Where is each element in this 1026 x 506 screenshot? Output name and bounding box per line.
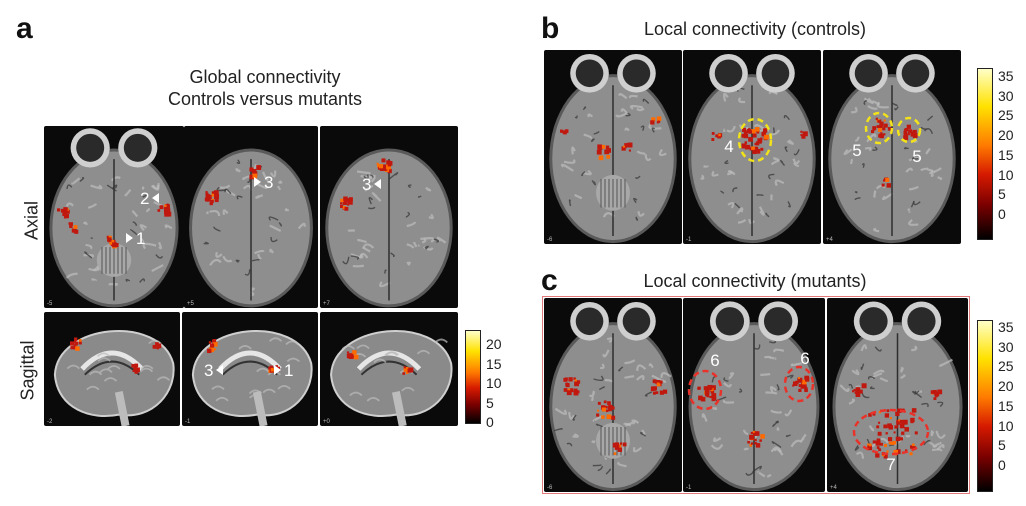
sagittal-slice-2: -1 3 1 xyxy=(182,312,318,426)
panel-label-c: c xyxy=(541,264,558,297)
colorbar-b-tick-30: 30 xyxy=(998,87,1014,104)
colorbar-a xyxy=(465,330,481,424)
panel-b-title: Local connectivity (controls) xyxy=(643,19,867,39)
row-label-axial: Axial xyxy=(21,201,42,241)
controls-slice-2: -1 4 xyxy=(683,50,821,244)
colorbar-a-tick-10: 10 xyxy=(486,375,502,391)
panel-c-title: Local connectivity (mutants) xyxy=(643,271,867,291)
svg-text:3: 3 xyxy=(204,361,213,380)
svg-text:+4: +4 xyxy=(826,237,834,243)
mutants-slice-1: -6 xyxy=(544,298,682,492)
svg-text:4: 4 xyxy=(724,137,733,156)
svg-text:5: 5 xyxy=(852,141,861,160)
colorbar-c xyxy=(977,320,993,492)
colorbar-c-tick-5: 5 xyxy=(998,437,1006,454)
colorbar-a-tick-0: 0 xyxy=(486,414,494,430)
colorbar-a-tick-15: 15 xyxy=(486,355,502,372)
svg-text:-6: -6 xyxy=(547,485,553,491)
colorbar-b-tick-10: 10 xyxy=(998,166,1014,183)
mutants-slice-3: +4 7 xyxy=(827,298,968,492)
colorbar-b-tick-15: 15 xyxy=(998,146,1014,163)
sagittal-slice-3: +0 xyxy=(320,312,458,426)
svg-text:1: 1 xyxy=(136,229,145,248)
svg-text:2: 2 xyxy=(140,189,149,208)
colorbar-b xyxy=(977,68,993,240)
svg-text:6: 6 xyxy=(710,351,719,370)
sagittal-slice-1: -2 xyxy=(44,312,180,426)
panel-a-title-line2: Controls versus mutants xyxy=(167,89,363,109)
svg-text:3: 3 xyxy=(362,175,371,194)
colorbar-c-tick-35: 35 xyxy=(998,319,1014,335)
controls-slice-1: -6 xyxy=(544,50,682,244)
svg-text:1: 1 xyxy=(284,361,293,380)
svg-text:+4: +4 xyxy=(830,485,838,491)
colorbar-c-tick-15: 15 xyxy=(998,397,1014,414)
panel-a-title: Global connectivity Controls versus muta… xyxy=(140,66,390,110)
svg-text:3: 3 xyxy=(264,173,273,192)
mutants-frame xyxy=(542,296,970,494)
colorbar-a-tick-20: 20 xyxy=(486,336,502,352)
panel-label-a: a xyxy=(16,12,33,45)
axial-slice-2: +5 3 xyxy=(184,126,318,308)
colorbar-b-tick-25: 25 xyxy=(998,107,1014,124)
colorbar-c-tick-30: 30 xyxy=(998,338,1014,355)
svg-text:6: 6 xyxy=(800,349,809,368)
svg-text:+5: +5 xyxy=(187,301,195,307)
svg-text:-1: -1 xyxy=(686,485,692,491)
panel-a-title-line1: Global connectivity xyxy=(189,67,341,87)
svg-text:+7: +7 xyxy=(323,301,331,307)
svg-text:+0: +0 xyxy=(323,419,331,425)
colorbar-a-tick-5: 5 xyxy=(486,394,494,411)
axial-slice-3: +7 3 xyxy=(320,126,458,308)
row-label-sagittal: Sagittal xyxy=(17,340,38,401)
colorbar-c-tick-25: 25 xyxy=(998,358,1014,375)
colorbar-b-tick-35: 35 xyxy=(998,68,1014,84)
controls-slice-3: +4 5 5 xyxy=(823,50,961,244)
svg-text:5: 5 xyxy=(912,147,921,166)
colorbar-b-tick-5: 5 xyxy=(998,186,1006,203)
panel-label-b: b xyxy=(541,12,560,45)
colorbar-c-tick-0: 0 xyxy=(998,457,1006,473)
svg-text:-2: -2 xyxy=(47,419,53,425)
svg-text:-1: -1 xyxy=(686,237,692,243)
colorbar-b-tick-0: 0 xyxy=(998,206,1006,222)
colorbar-c-tick-10: 10 xyxy=(998,417,1014,434)
svg-text:7: 7 xyxy=(886,455,895,474)
mutants-slice-2: -1 6 6 xyxy=(683,298,825,492)
svg-text:-5: -5 xyxy=(47,301,53,307)
svg-text:-1: -1 xyxy=(185,419,191,425)
colorbar-b-tick-20: 20 xyxy=(998,127,1014,144)
axial-slice-1: -5 1 2 xyxy=(44,126,184,308)
svg-text:-6: -6 xyxy=(547,237,553,243)
colorbar-c-tick-20: 20 xyxy=(998,378,1014,395)
